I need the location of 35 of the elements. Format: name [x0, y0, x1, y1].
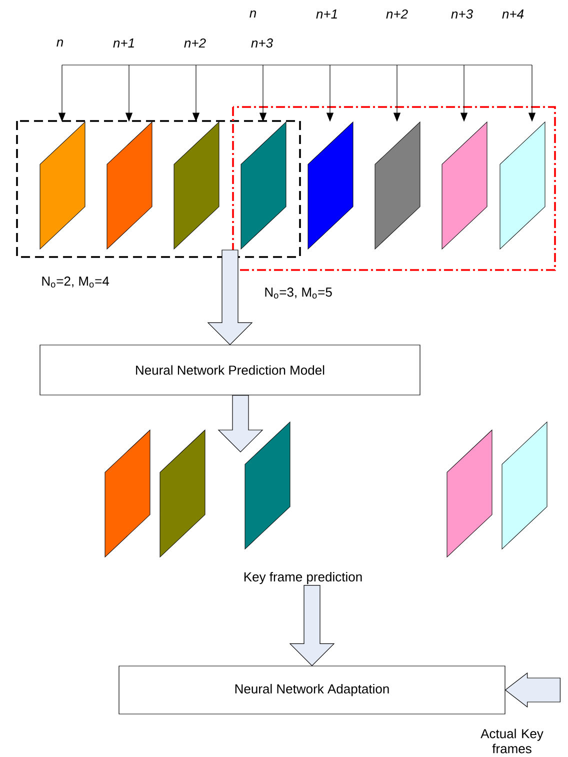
video-frame	[40, 122, 86, 250]
frame-index: n+1	[113, 38, 134, 48]
video-frame	[106, 122, 152, 250]
block-arrow	[504, 672, 560, 708]
video-frame	[104, 430, 150, 558]
dash-dot-frame	[232, 106, 556, 271]
video-frame	[160, 430, 206, 558]
video-frame	[174, 122, 220, 250]
process-box: Neural Network Prediction Model	[40, 344, 420, 396]
frame-index: n+3	[251, 38, 273, 48]
video-frame	[446, 430, 492, 558]
video-frame	[308, 122, 354, 250]
frame-index: n+3	[451, 9, 473, 19]
video-frame	[244, 422, 290, 550]
caption-text: Key frame prediction	[244, 572, 362, 584]
video-frame	[240, 122, 286, 250]
dashed-frame	[16, 120, 301, 258]
frame-index: n+1	[316, 10, 337, 18]
frame-index: n+2	[386, 9, 408, 19]
video-frame	[500, 122, 546, 250]
frame-index: n	[56, 40, 64, 46]
frame-index: n+4	[502, 10, 524, 18]
block-arrow	[207, 250, 253, 346]
process-box: Neural Network Adaptation	[118, 666, 506, 714]
video-frame	[442, 122, 488, 250]
caption-text: Actual Key frames	[480, 728, 544, 754]
group-label: N$_{o}$=2, M$_{o}$=4	[42, 276, 110, 288]
frame-index: n	[250, 10, 256, 18]
block-arrow	[289, 584, 335, 666]
frame-index: n+2	[184, 38, 206, 48]
group-label: N$_{o}$=3, M$_{o}$=5	[265, 288, 332, 298]
bus-line	[62, 64, 532, 66]
video-frame	[502, 422, 548, 550]
block-arrow	[218, 395, 264, 452]
video-frame	[374, 122, 420, 250]
